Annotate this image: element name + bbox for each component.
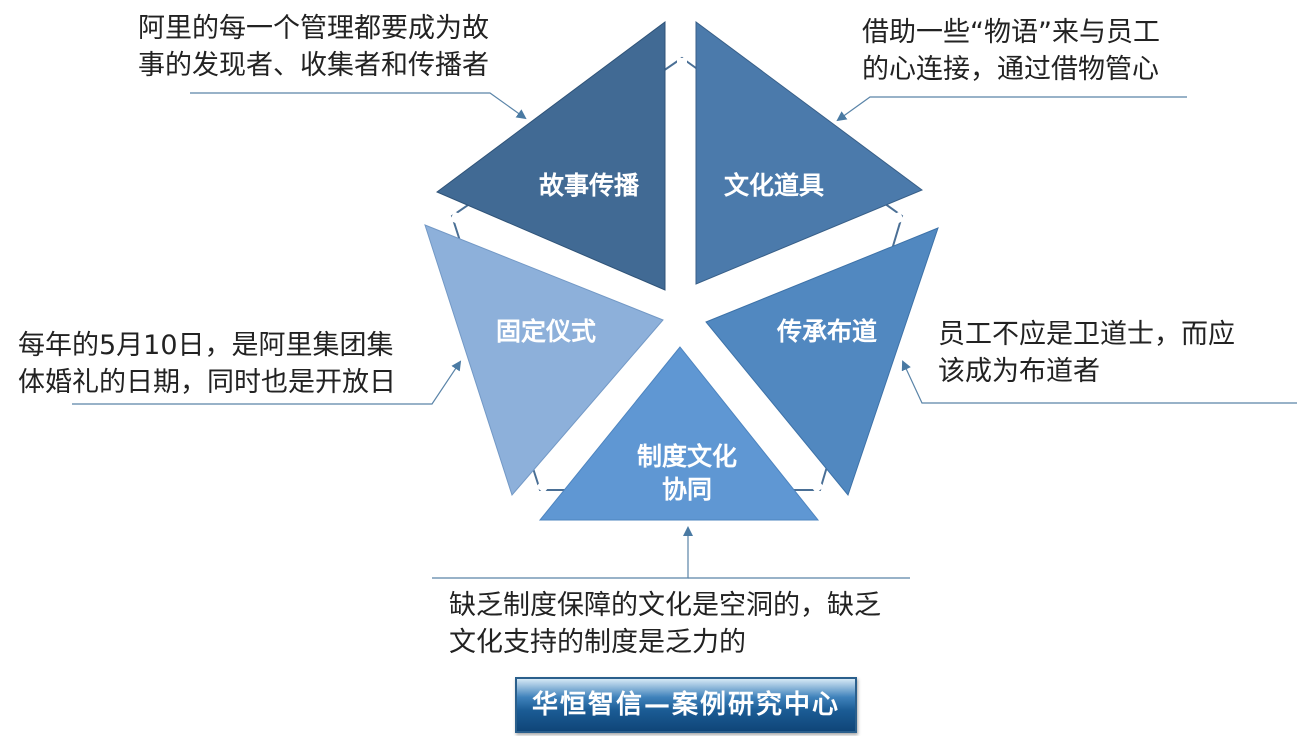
note-top-left: 阿里的每一个管理都要成为故 事的发现者、收集者和传播者 bbox=[138, 10, 489, 84]
segment-ritual-triangle bbox=[424, 224, 664, 497]
note-top-left-line1: 阿里的每一个管理都要成为故 bbox=[138, 13, 489, 44]
pentagon-spokes bbox=[449, 58, 905, 494]
callout-top-left bbox=[190, 92, 527, 120]
segment-preach-label: 传承布道 bbox=[776, 317, 877, 346]
segment-props-triangle bbox=[695, 21, 924, 285]
callout-lines bbox=[72, 92, 1297, 579]
note-top-right-line2: 的心连接，通过借物管心 bbox=[862, 54, 1159, 85]
segment-system-triangle bbox=[538, 346, 820, 521]
note-right: 员工不应是卫道士，而应 该成为布道者 bbox=[938, 316, 1235, 390]
note-bottom-line2: 文化支持的制度是乏力的 bbox=[449, 627, 746, 658]
note-top-left-line2: 事的发现者、收集者和传播者 bbox=[138, 50, 489, 81]
note-right-line1: 员工不应是卫道士，而应 bbox=[938, 319, 1235, 350]
segment-props-label: 文化道具 bbox=[724, 171, 824, 200]
segment-system-label-line2: 协同 bbox=[662, 475, 712, 504]
segment-story-label: 故事传播 bbox=[539, 171, 640, 200]
note-top-right: 借助一些“物语”来与员工 的心连接，通过借物管心 bbox=[862, 14, 1160, 88]
segment-system-label-line1: 制度文化 bbox=[637, 442, 737, 471]
note-left: 每年的5月10日，是阿里集团集 体婚礼的日期，同时也是开放日 bbox=[18, 327, 396, 401]
note-bottom-line1: 缺乏制度保障的文化是空洞的，缺乏 bbox=[449, 590, 881, 621]
note-right-line2: 该成为布道者 bbox=[938, 356, 1100, 387]
segment-story-triangle bbox=[436, 21, 666, 291]
segment-ritual-label: 固定仪式 bbox=[496, 317, 596, 346]
note-bottom: 缺乏制度保障的文化是空洞的，缺乏 文化支持的制度是乏力的 bbox=[449, 587, 881, 661]
callout-left bbox=[72, 360, 462, 405]
callout-bottom bbox=[432, 526, 693, 579]
note-left-line1: 每年的5月10日，是阿里集团集 bbox=[18, 330, 394, 361]
segment-preach-triangle bbox=[705, 227, 939, 497]
callout-top-right bbox=[836, 96, 1187, 122]
note-left-line2: 体婚礼的日期，同时也是开放日 bbox=[18, 367, 396, 398]
note-top-right-line1: 借助一些“物语”来与员工 bbox=[862, 17, 1160, 48]
callout-right bbox=[901, 360, 1297, 404]
footer-banner: 华恒智信—案例研究中心 bbox=[515, 677, 857, 733]
